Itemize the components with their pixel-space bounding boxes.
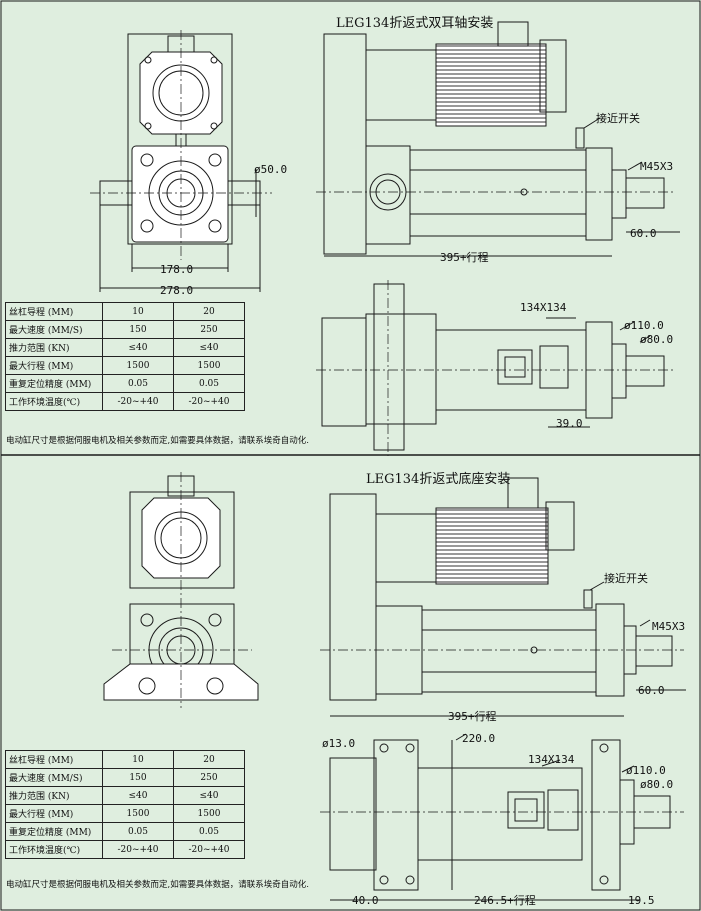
dim-bottom-rod-ext: 60.0 xyxy=(638,684,665,697)
row-label: 丝杠导程 (MM) xyxy=(5,302,103,321)
cell-value: 20 xyxy=(173,302,245,321)
cell-value: 10 xyxy=(102,302,174,321)
dim-bottom-length: 395+行程 xyxy=(448,710,497,723)
top-side-view xyxy=(316,21,680,257)
row-label: 工作环境温度(℃) xyxy=(5,392,103,411)
row-label: 最大行程 (MM) xyxy=(5,804,103,823)
cell-value: ≤40 xyxy=(102,338,174,357)
row-label: 推力范围 (KN) xyxy=(5,786,103,805)
row-label: 最大行程 (MM) xyxy=(5,356,103,375)
row-label: 最大速度 (MM/S) xyxy=(5,768,103,787)
note-top: 电动缸尺寸是根据伺服电机及相关参数而定,如需要具体数据，请联系埃奇自动化. xyxy=(6,436,309,446)
dim-top-rod-ext: 60.0 xyxy=(630,227,657,240)
cell-value: -20~+40 xyxy=(102,392,174,411)
dim-top-length: 395+行程 xyxy=(440,251,489,264)
cell-value: 20 xyxy=(173,750,245,769)
dim-bottom-height: 220.0 xyxy=(462,732,495,745)
row-label: 推力范围 (KN) xyxy=(5,338,103,357)
bottom-front-view xyxy=(103,472,259,708)
row-label: 丝杠导程 (MM) xyxy=(5,750,103,769)
table-row: 推力范围 (KN)≤40≤40 xyxy=(5,786,245,805)
cell-value: 250 xyxy=(173,320,245,339)
label-top-switch: 接近开关 xyxy=(596,111,640,125)
dim-top-offset: 39.0 xyxy=(556,417,583,430)
table-row: 工作环境温度(℃)-20~+40-20~+40 xyxy=(5,392,245,411)
cell-value: 0.05 xyxy=(173,374,245,393)
cell-value: -20~+40 xyxy=(173,840,245,859)
cell-value: 1500 xyxy=(173,804,245,823)
cell-value: 250 xyxy=(173,768,245,787)
bottom-drawing-title: LEG134折返式底座安装 xyxy=(366,472,511,487)
cell-value: 1500 xyxy=(173,356,245,375)
cell-value: 1500 xyxy=(102,804,174,823)
dim-top-d110: ø110.0 xyxy=(624,319,664,332)
dim-bottom-d80: ø80.0 xyxy=(640,778,673,791)
dim-bottom-d110: ø110.0 xyxy=(626,764,666,777)
dim-top-outer-width: 278.0 xyxy=(160,284,193,297)
bottom-side-view xyxy=(320,477,686,717)
table-row: 推力范围 (KN)≤40≤40 xyxy=(5,338,245,357)
label-bottom-switch: 接近开关 xyxy=(604,571,648,585)
dim-bottom-flange: 134X134 xyxy=(528,753,575,766)
note-bottom: 电动缸尺寸是根据伺服电机及相关参数而定,如需要具体数据，请联系埃奇自动化. xyxy=(6,880,309,890)
dim-bottom-hole: ø13.0 xyxy=(322,737,355,750)
bottom-plan-view xyxy=(320,733,684,901)
dim-bottom-left: 40.0 xyxy=(352,894,379,907)
cell-value: 0.05 xyxy=(102,822,174,841)
dim-top-d80: ø80.0 xyxy=(640,333,673,346)
top-drawing-title: LEG134折返式双耳轴安装 xyxy=(336,16,494,31)
top-plan-view xyxy=(316,280,676,456)
cell-value: 10 xyxy=(102,750,174,769)
cell-value: 150 xyxy=(102,768,174,787)
cell-value: ≤40 xyxy=(102,786,174,805)
cell-value: 150 xyxy=(102,320,174,339)
cell-value: ≤40 xyxy=(173,786,245,805)
dim-top-thread: M45X3 xyxy=(640,160,673,173)
cell-value: 0.05 xyxy=(173,822,245,841)
cell-value: ≤40 xyxy=(173,338,245,357)
row-label: 工作环境温度(℃) xyxy=(5,840,103,859)
row-label: 重复定位精度 (MM) xyxy=(5,822,103,841)
cell-value: 1500 xyxy=(102,356,174,375)
cell-value: 0.05 xyxy=(102,374,174,393)
dim-top-inner-width: 178.0 xyxy=(160,263,193,276)
dim-top-flange: 134X134 xyxy=(520,301,567,314)
row-label: 重复定位精度 (MM) xyxy=(5,374,103,393)
cell-value: -20~+40 xyxy=(173,392,245,411)
cell-value: -20~+40 xyxy=(102,840,174,859)
table-row: 工作环境温度(℃)-20~+40-20~+40 xyxy=(5,840,245,859)
dim-bottom-thread: M45X3 xyxy=(652,620,685,633)
dim-top-pin-diameter: ø50.0 xyxy=(254,163,287,176)
top-front-view xyxy=(90,30,272,292)
row-label: 最大速度 (MM/S) xyxy=(5,320,103,339)
dim-bottom-right: 19.5 xyxy=(628,894,655,907)
dim-bottom-len2465: 246.5+行程 xyxy=(474,894,536,907)
